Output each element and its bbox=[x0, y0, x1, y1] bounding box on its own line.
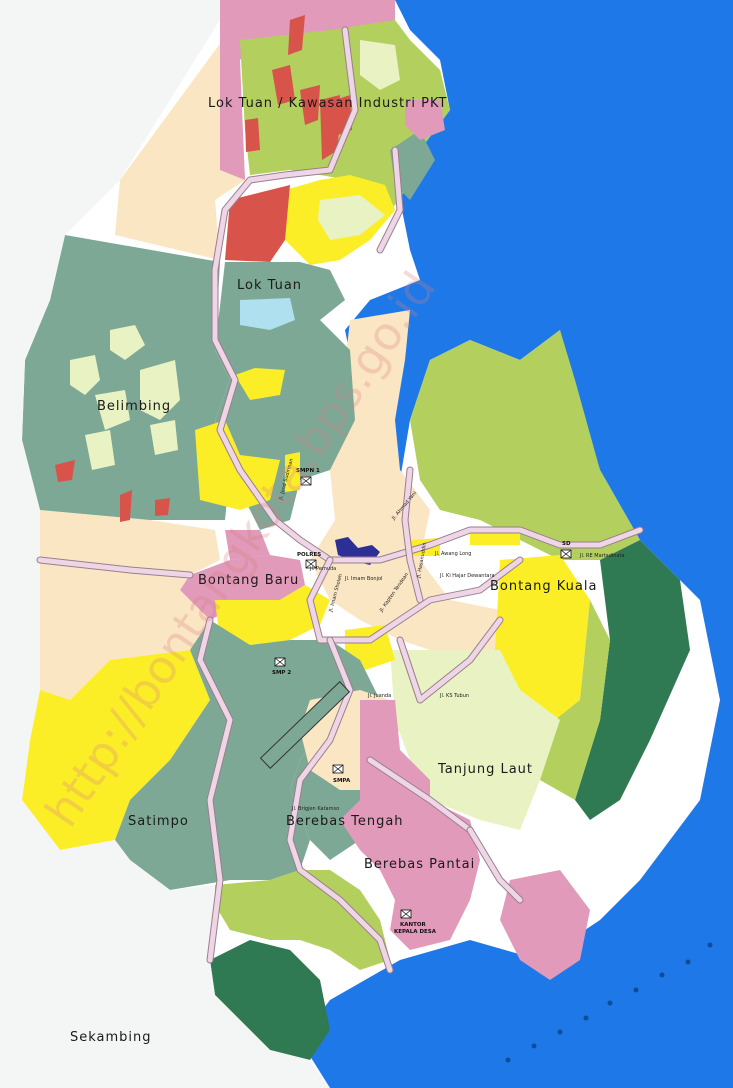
area-label-lok-tuan-industri: Lok Tuan / Kawasan Industri PKT bbox=[208, 96, 447, 111]
land-lightgreen-tanjung bbox=[390, 650, 560, 830]
sea-marker bbox=[531, 1043, 537, 1049]
street-label: Jl. Ki Hajar Dewantara bbox=[439, 573, 495, 579]
poi-smp[interactable]: SMP 2 bbox=[272, 657, 291, 676]
industrial-plot bbox=[120, 490, 132, 522]
industrial-plot bbox=[245, 118, 260, 152]
svg-text:SMPA: SMPA bbox=[333, 778, 351, 784]
land-yellow-3 bbox=[285, 452, 300, 492]
land-cream-mid bbox=[40, 510, 220, 700]
land-forest-satimpo bbox=[115, 620, 380, 890]
land-white-west bbox=[0, 0, 330, 1088]
svg-text:KANTOR: KANTOR bbox=[400, 922, 427, 928]
road-network bbox=[36, 26, 644, 974]
settlement-patch bbox=[110, 325, 145, 360]
sea-marker bbox=[707, 942, 713, 948]
sea-marker bbox=[607, 1000, 613, 1006]
industrial-plot bbox=[272, 65, 295, 105]
land-red-loktuan bbox=[225, 185, 290, 262]
area-label-bontang-kuala: Bontang Kuala bbox=[490, 579, 597, 594]
land-agri-coast bbox=[540, 600, 610, 800]
area-label-belimbing: Belimbing bbox=[97, 399, 171, 414]
land-yellow-kuala bbox=[495, 555, 590, 720]
land-yellow-sw bbox=[22, 650, 210, 850]
land-lightgreen-loktuan bbox=[318, 195, 385, 240]
sea-area bbox=[300, 0, 733, 1088]
land-industry-green-2 bbox=[390, 130, 435, 200]
industrial-plot bbox=[288, 15, 305, 55]
sea-marker bbox=[557, 1029, 563, 1035]
land-lightblue bbox=[240, 298, 295, 330]
industrial-plot bbox=[300, 85, 320, 125]
svg-text:POLRES: POLRES bbox=[297, 552, 321, 558]
land-pink-island bbox=[500, 870, 590, 980]
land-yellow-central bbox=[215, 585, 330, 645]
street-label: Jl. Awang Long bbox=[434, 551, 471, 557]
settlement-patch bbox=[140, 360, 180, 420]
sea-marker bbox=[685, 959, 691, 965]
land-yellow-kuala-2 bbox=[470, 530, 520, 545]
area-label-berebas-pantai: Berebas Pantai bbox=[364, 857, 475, 872]
land-darkforest-south bbox=[210, 940, 330, 1060]
land-agri-kuala bbox=[410, 330, 640, 560]
street-label: Jl. Juanda bbox=[367, 693, 391, 699]
area-label-satimpo: Satimpo bbox=[128, 814, 189, 829]
area-label-bontang-baru: Bontang Baru bbox=[198, 573, 299, 588]
area-label-berebas-tengah: Berebas Tengah bbox=[286, 814, 404, 829]
settlement-patch bbox=[150, 420, 178, 455]
settlement-patch bbox=[95, 390, 130, 430]
land-yellow-1 bbox=[235, 368, 285, 400]
land-pink-north-2 bbox=[405, 100, 445, 140]
poi-polres[interactable]: POLRES bbox=[297, 552, 321, 569]
svg-text:SMPN 1: SMPN 1 bbox=[296, 468, 320, 474]
land-lightgreen-north bbox=[360, 40, 400, 90]
land-darkforest-coast bbox=[575, 540, 690, 820]
street-label: Jl. KS Tubun bbox=[439, 693, 469, 699]
poi-smpa[interactable]: SMPA bbox=[332, 764, 351, 784]
airstrip bbox=[259, 681, 351, 769]
land-pink-bontangbaru bbox=[180, 555, 305, 620]
poi-sd[interactable]: SD bbox=[560, 541, 572, 559]
sea-marker bbox=[505, 1057, 511, 1063]
land-agri-south bbox=[215, 870, 390, 970]
industrial-plot bbox=[155, 498, 170, 516]
street-label: Jl. Pemuda bbox=[309, 566, 336, 572]
poi-smpn[interactable]: SMPN 1 bbox=[296, 468, 320, 486]
svg-text:SD: SD bbox=[562, 541, 571, 547]
sea-marker bbox=[633, 987, 639, 993]
settlement-patch bbox=[85, 430, 115, 470]
land-pink-bontangbaru-2 bbox=[225, 530, 270, 560]
poi-kantor-kepala-desa[interactable]: KANTOR KEPALA DESA bbox=[394, 909, 437, 935]
street-label: Jl. RE Martadinata bbox=[579, 553, 625, 559]
area-label-tanjung-laut: Tanjung Laut bbox=[437, 762, 533, 777]
street-label: Jl. Imam Bonjol bbox=[344, 576, 382, 582]
sea-marker bbox=[659, 972, 665, 978]
settlement-patch bbox=[70, 355, 100, 395]
land-cream-west bbox=[115, 30, 245, 260]
industrial-plot bbox=[320, 95, 340, 160]
industrial-plot bbox=[55, 460, 75, 482]
land-forest-belimbing bbox=[22, 235, 230, 520]
area-label-lok-tuan: Lok Tuan bbox=[237, 278, 302, 293]
street-label: Jl. Brigjen Katamso bbox=[291, 806, 339, 812]
land-cream-center bbox=[310, 310, 500, 650]
area-label-sekambing: Sekambing bbox=[70, 1030, 152, 1045]
sea-marker bbox=[583, 1015, 589, 1021]
svg-text:SMP 2: SMP 2 bbox=[272, 670, 291, 676]
svg-text:KEPALA DESA: KEPALA DESA bbox=[394, 929, 437, 935]
